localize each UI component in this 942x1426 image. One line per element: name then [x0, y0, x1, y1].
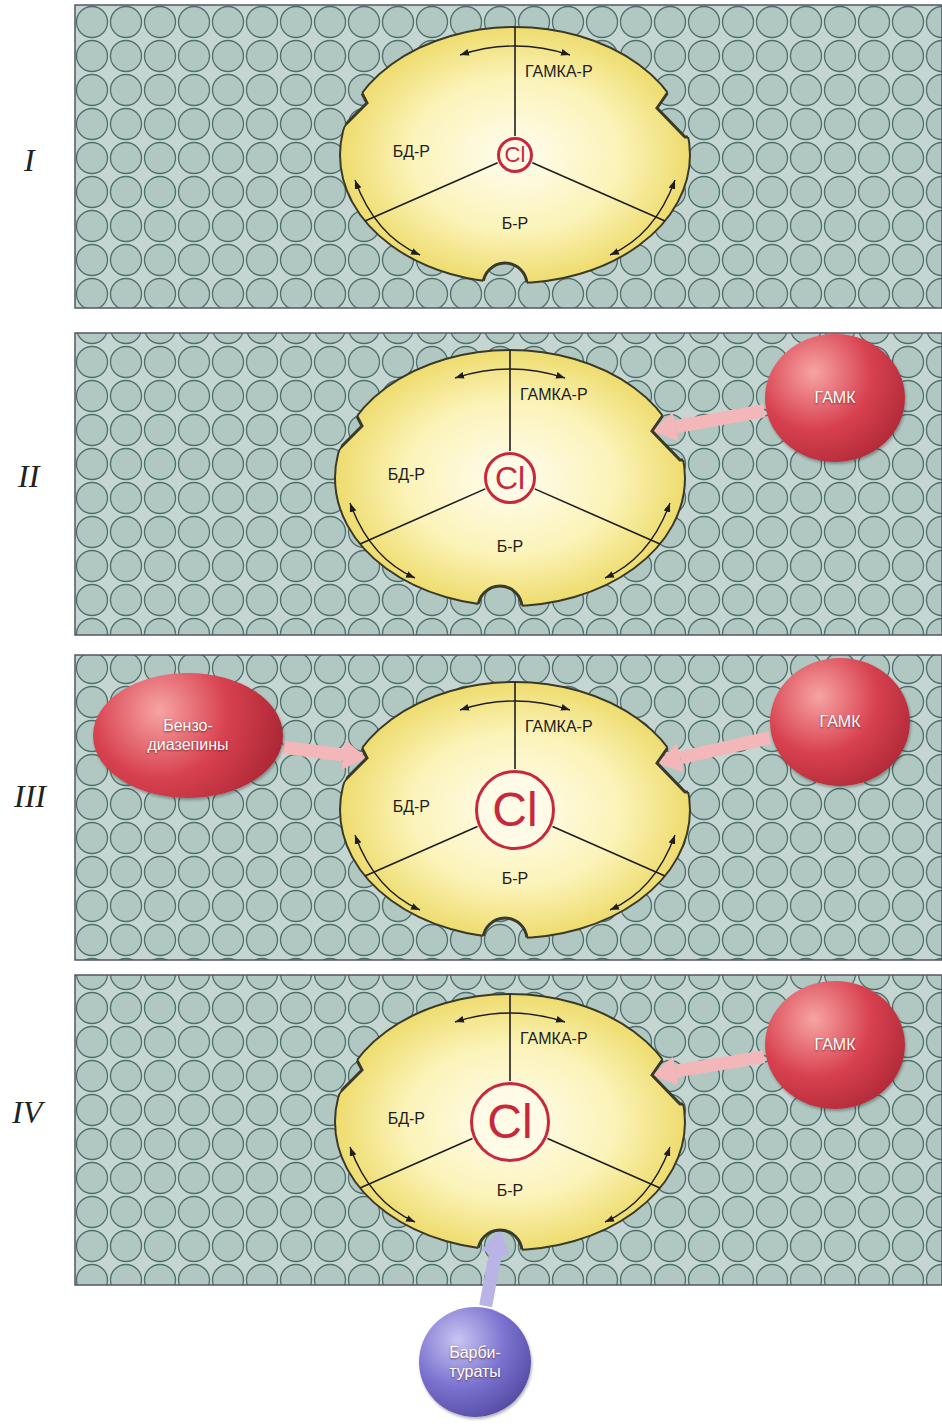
- barbiturate-binding-site: [483, 918, 527, 962]
- barbiturate-site-label: Б-Р: [497, 1182, 524, 1200]
- subunit-divider: [532, 163, 665, 221]
- allosteric-arrow: [455, 1013, 565, 1022]
- benzodiazepine-site-label: БД-Р: [393, 798, 430, 816]
- gaba-site-label: ГАМКА-Р: [520, 386, 588, 404]
- subunit-divider: [548, 1139, 660, 1188]
- ligand-name: ГАМК: [780, 1035, 890, 1054]
- subunit-divider: [535, 489, 660, 544]
- barbiturate-site-label: Б-Р: [502, 870, 529, 888]
- panel-number: II: [18, 458, 39, 495]
- membrane-band: [75, 5, 942, 308]
- ligand-ball: ГАМК: [765, 334, 905, 462]
- ligand-ball: ГАМК: [765, 981, 905, 1109]
- gaba-binding-site: [652, 398, 725, 460]
- gaba-binding-site: [657, 75, 730, 137]
- receptor-complex: Cl ГАМКА-Р БД-Р Б-Р: [340, 27, 690, 283]
- subunit-divider: [365, 827, 477, 876]
- gaba-binding-site: [657, 730, 730, 792]
- subunit-divider: [509, 994, 511, 1081]
- allosteric-arrow: [350, 503, 415, 578]
- ion-label: Cl: [505, 144, 526, 166]
- panel-number: I: [24, 142, 35, 179]
- subunit-divider: [514, 682, 516, 769]
- subunit-divider: [365, 163, 498, 221]
- gaba-site-label: ГАМКА-Р: [525, 63, 593, 81]
- benzodiazepine-site-label: БД-Р: [388, 1110, 425, 1128]
- benzodiazepine-site-label: БД-Р: [388, 466, 425, 484]
- receptor-complex: Cl ГАМКА-Р БД-Р Б-Р: [340, 682, 690, 938]
- receptor-complex: Cl ГАМКА-Р БД-Р Б-Р: [335, 350, 685, 606]
- membrane-band: [75, 333, 942, 635]
- barbiturate-site-label: Б-Р: [497, 538, 524, 556]
- allosteric-arrow: [455, 369, 565, 378]
- ligand-ball: Бензо- диазепины: [93, 673, 283, 798]
- ligand-name: ГАМК: [785, 712, 895, 731]
- subunit-divider: [360, 489, 485, 544]
- ion-label: Cl: [492, 786, 537, 834]
- subunit-divider: [553, 827, 665, 876]
- benzodiazepine-binding-site: [300, 725, 367, 782]
- chloride-channel: Cl: [484, 452, 536, 504]
- allosteric-arrow: [605, 503, 670, 578]
- membrane-band: [75, 975, 942, 1285]
- ligand-name: Барби- тураты: [440, 1343, 510, 1381]
- receptor-body: [340, 682, 690, 938]
- allosteric-arrow: [605, 1147, 670, 1222]
- ligand-ball: ГАМК: [770, 658, 910, 786]
- barbiturate-binding-site: [478, 1230, 522, 1274]
- allosteric-arrow: [355, 835, 420, 910]
- allosteric-arrow: [610, 180, 675, 255]
- barbiturate-binding-site: [483, 263, 527, 307]
- chloride-channel: Cl: [497, 137, 533, 173]
- ligand-ball: Барби- тураты: [419, 1307, 531, 1417]
- ion-label: Cl: [495, 462, 525, 494]
- gaba-binding-site: [652, 1042, 725, 1104]
- receptor-complex: Cl ГАМКА-Р БД-Р Б-Р: [335, 994, 685, 1250]
- receptor-body: [335, 994, 685, 1250]
- barbiturate-binding-site: [478, 586, 522, 630]
- panel-number: III: [14, 778, 46, 815]
- barbiturate-site-label: Б-Р: [502, 215, 529, 233]
- allosteric-arrow: [355, 180, 420, 255]
- gaba-site-label: ГАМКА-Р: [525, 718, 593, 736]
- subunit-divider: [514, 27, 516, 136]
- benzodiazepine-binding-site: [295, 393, 362, 450]
- membrane-band: [75, 655, 942, 960]
- ligand-name: ГАМК: [780, 388, 890, 407]
- benzodiazepine-binding-site: [300, 70, 367, 127]
- chloride-channel: Cl: [475, 770, 555, 850]
- ligand-name: Бензо- диазепины: [138, 716, 238, 754]
- gaba-site-label: ГАМКА-Р: [520, 1030, 588, 1048]
- allosteric-arrow: [610, 835, 675, 910]
- receptor-body: [335, 350, 685, 606]
- ligand-arrow: [676, 1057, 764, 1071]
- receptor-body: [340, 27, 690, 283]
- ligand-arrow: [680, 738, 770, 758]
- benzodiazepine-binding-site: [295, 1037, 362, 1094]
- allosteric-arrow: [350, 1147, 415, 1222]
- benzodiazepine-site-label: БД-Р: [393, 143, 430, 161]
- ligand-arrow: [676, 411, 765, 427]
- ion-label: Cl: [487, 1098, 532, 1146]
- ligand-arrow: [486, 1254, 496, 1306]
- subunit-divider: [509, 350, 511, 451]
- chloride-channel: Cl: [470, 1082, 550, 1162]
- allosteric-arrow: [460, 701, 570, 710]
- allosteric-arrow: [460, 46, 570, 55]
- subunit-divider: [360, 1139, 472, 1188]
- panel-number: IV: [12, 1094, 42, 1131]
- ligand-arrow: [283, 747, 343, 755]
